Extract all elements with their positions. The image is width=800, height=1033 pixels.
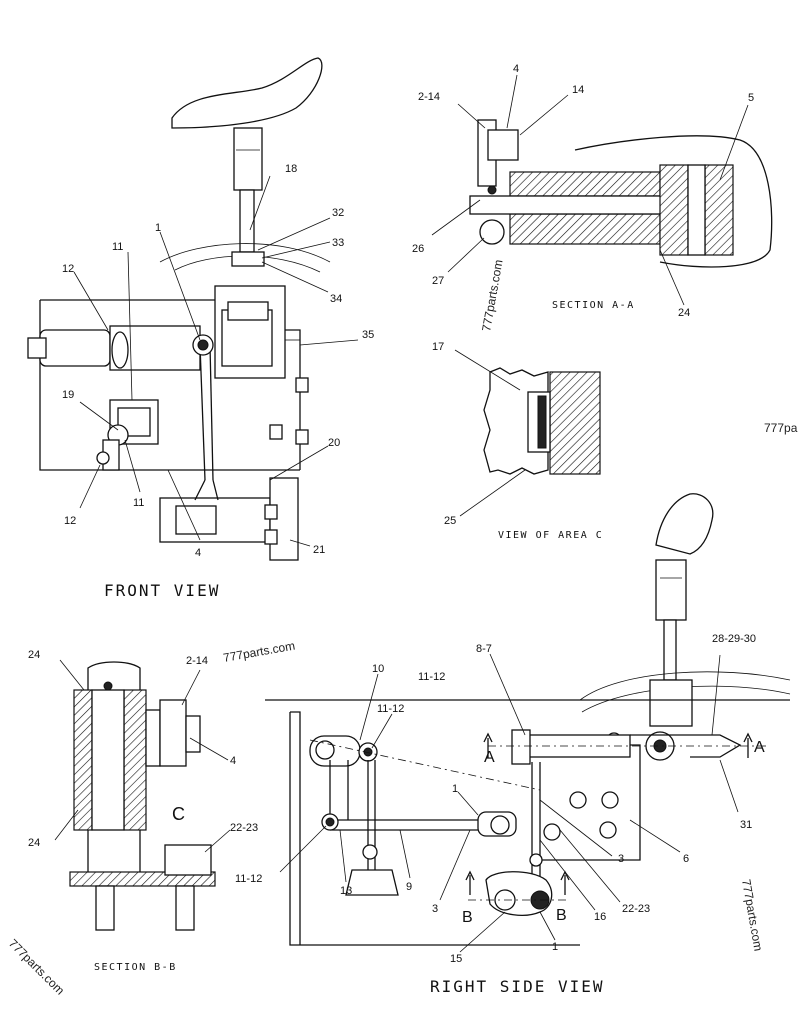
rsv-callout-1-top: 1 [452, 783, 458, 795]
front-callout-12-bottom: 12 [64, 515, 76, 527]
bb-callout-4: 4 [230, 755, 236, 767]
watermark-right-edge: 777pa [764, 421, 798, 435]
right-side-view: 8-7 28-29-30 10 11-12 11-12 A A 1 31 6 3… [235, 493, 791, 996]
bb-callout-24-bottom: 24 [28, 837, 40, 849]
front-callout-12-top: 12 [62, 263, 74, 275]
section-bb: C 24 2-14 4 24 22-23 SECTION B-B [28, 649, 258, 973]
rsv-callout-6: 6 [683, 853, 689, 865]
front-callout-1: 1 [155, 222, 161, 234]
front-view-title: FRONT VIEW [104, 581, 220, 600]
bb-callout-22-23: 22-23 [230, 822, 258, 834]
watermark-center: 777parts.com [479, 258, 505, 332]
section-aa: 4 2-14 14 5 26 27 24 SECTION A-A [412, 63, 773, 319]
aa-callout-24: 24 [678, 307, 690, 319]
rsv-callout-15: 15 [450, 953, 462, 965]
rsv-callout-31: 31 [740, 819, 752, 831]
front-callout-20: 20 [328, 437, 340, 449]
bb-area-label-c: C [172, 804, 185, 824]
rsv-callout-3-left: 3 [432, 903, 438, 915]
rsv-callout-10: 10 [372, 663, 384, 675]
aa-callout-26: 26 [412, 243, 424, 255]
front-callout-19: 19 [62, 389, 74, 401]
front-callout-32: 32 [332, 207, 344, 219]
aa-callout-4: 4 [513, 63, 519, 75]
front-callout-4: 4 [195, 547, 201, 559]
aa-callout-27: 27 [432, 275, 444, 287]
watermark-bottom-right: 777parts.com [739, 878, 765, 952]
front-callout-33: 33 [332, 237, 344, 249]
rsv-section-marker-a-left: A [484, 749, 495, 766]
front-callout-18: 18 [285, 163, 297, 175]
rsv-callout-11-12-b: 11-12 [377, 703, 404, 715]
watermark-bottom-left: 777parts.com [6, 936, 67, 997]
rsv-section-marker-b-right: B [556, 907, 567, 924]
rsv-callout-11-12-a: 11-12 [418, 671, 445, 683]
section-bb-title: SECTION B-B [94, 962, 177, 973]
front-callout-21: 21 [313, 544, 325, 556]
rsv-callout-9: 9 [406, 881, 412, 893]
area-c-view: 17 25 VIEW OF AREA C [432, 341, 603, 541]
rsv-callout-16: 16 [594, 911, 606, 923]
rsv-callout-8-7: 8-7 [476, 643, 492, 655]
aa-callout-5: 5 [748, 92, 754, 104]
rsv-callout-3-right: 3 [618, 853, 624, 865]
area-c-callout-25: 25 [444, 515, 456, 527]
front-view: 18 32 33 34 1 11 12 35 19 20 11 12 4 21 … [27, 57, 374, 600]
rsv-section-marker-b-left: B [462, 909, 473, 926]
bb-callout-24-top: 24 [28, 649, 40, 661]
bb-callout-2-14: 2-14 [186, 655, 208, 667]
rsv-section-marker-a-right: A [754, 739, 765, 756]
watermark-mid-left: 777parts.com [222, 639, 296, 665]
rsv-callout-11-12-c: 11-12 [235, 873, 262, 885]
aa-callout-2-14: 2-14 [418, 91, 440, 103]
front-callout-35: 35 [362, 329, 374, 341]
area-c-callout-17: 17 [432, 341, 444, 353]
front-callout-34: 34 [330, 293, 342, 305]
rsv-callout-22-23: 22-23 [622, 903, 650, 915]
rsv-callout-28-29-30: 28-29-30 [712, 633, 756, 645]
rsv-callout-13: 13 [340, 885, 352, 897]
rsv-callout-1-bottom: 1 [552, 941, 558, 953]
right-side-view-title: RIGHT SIDE VIEW [430, 977, 605, 996]
area-c-title: VIEW OF AREA C [498, 530, 603, 541]
aa-callout-14: 14 [572, 84, 584, 96]
front-callout-11-top: 11 [112, 241, 123, 253]
front-callout-11-bottom: 11 [133, 497, 144, 509]
section-aa-title: SECTION A-A [552, 300, 635, 311]
